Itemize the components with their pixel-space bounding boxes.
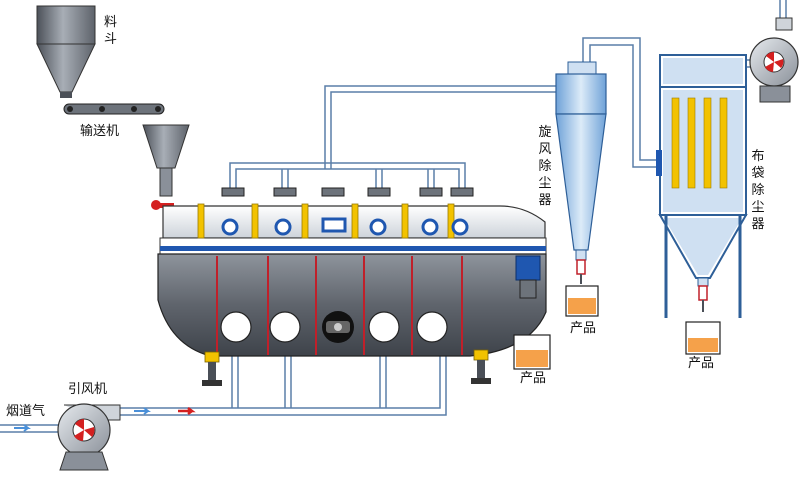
exhaust-pipe-top <box>229 85 556 190</box>
feed-funnel <box>142 124 190 210</box>
dryer-nameplate <box>321 217 347 233</box>
dryer-inspection-ports <box>220 311 448 343</box>
bag-filter <box>656 54 748 318</box>
flow-arrows <box>14 407 196 432</box>
hopper <box>36 5 96 98</box>
label-product-bag: 产品 <box>688 356 715 371</box>
product-bin-main <box>513 334 551 370</box>
cyclone-to-bag-pipe <box>582 37 664 168</box>
product-bin-bag <box>685 321 721 355</box>
exhaust-fan <box>749 17 799 103</box>
inlet-air-pipe <box>0 350 447 433</box>
label-hopper: 料斗 <box>104 15 118 47</box>
dryer-top-ports <box>221 187 474 197</box>
product-bin-cyclone <box>565 285 599 317</box>
label-cyclone: 旋风除尘器 <box>538 125 552 208</box>
discharge-outlet <box>515 255 541 299</box>
label-bag-filter: 布袋除尘器 <box>751 149 765 232</box>
label-product-cyclone: 产品 <box>570 321 597 336</box>
sight-glasses <box>221 218 469 236</box>
cyclone-separator <box>555 61 607 284</box>
conveyor <box>63 103 165 115</box>
dryer-supports <box>202 349 491 386</box>
label-product-main: 产品 <box>520 371 547 386</box>
dryer-yellow-posts <box>197 203 455 239</box>
dryer-red-ribs <box>216 256 463 355</box>
label-flue-gas: 烟道气 <box>6 404 46 419</box>
induced-draft-fan <box>57 403 121 471</box>
vibration-motor <box>322 311 354 343</box>
label-conveyor: 输送机 <box>80 124 120 139</box>
label-induced-fan: 引风机 <box>68 382 108 397</box>
